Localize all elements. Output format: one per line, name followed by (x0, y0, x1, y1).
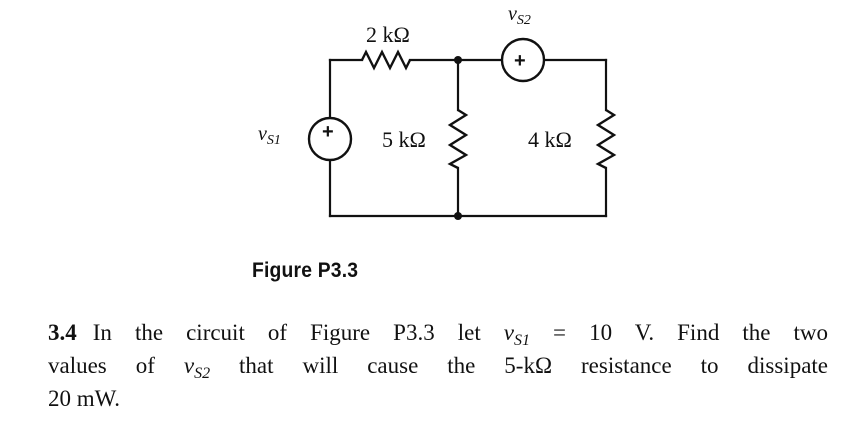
resistor-5k-label: 5 kΩ (382, 127, 426, 152)
figure-caption: Figure P3.3 (252, 259, 359, 282)
voltage-source-vs1 (307, 116, 353, 162)
vs2-label: vS2 (508, 3, 531, 28)
resistor-5k (447, 108, 469, 170)
problem-number: 3.4 (48, 320, 77, 345)
resistor-4k-label: 4 kΩ (528, 127, 572, 152)
vs2-plus-sign: + (514, 50, 526, 72)
vs1-plus-sign: + (322, 121, 334, 143)
problem-line-3: 20 mW. (48, 386, 120, 411)
resistor-2k-label: 2 kΩ (366, 22, 410, 47)
circuit-diagram: 2 kΩ 5 kΩ 4 kΩ + vS1 + vS2 (258, 3, 617, 220)
problem-line-2: values of vS2 that will cause the 5-kΩ r… (48, 353, 828, 382)
junction-node-top (454, 56, 462, 64)
resistor-4k (595, 108, 617, 170)
voltage-source-vs2 (500, 37, 546, 83)
resistor-2k (360, 49, 412, 71)
junction-node-bottom (454, 212, 462, 220)
vs1-label: vS1 (258, 123, 281, 148)
